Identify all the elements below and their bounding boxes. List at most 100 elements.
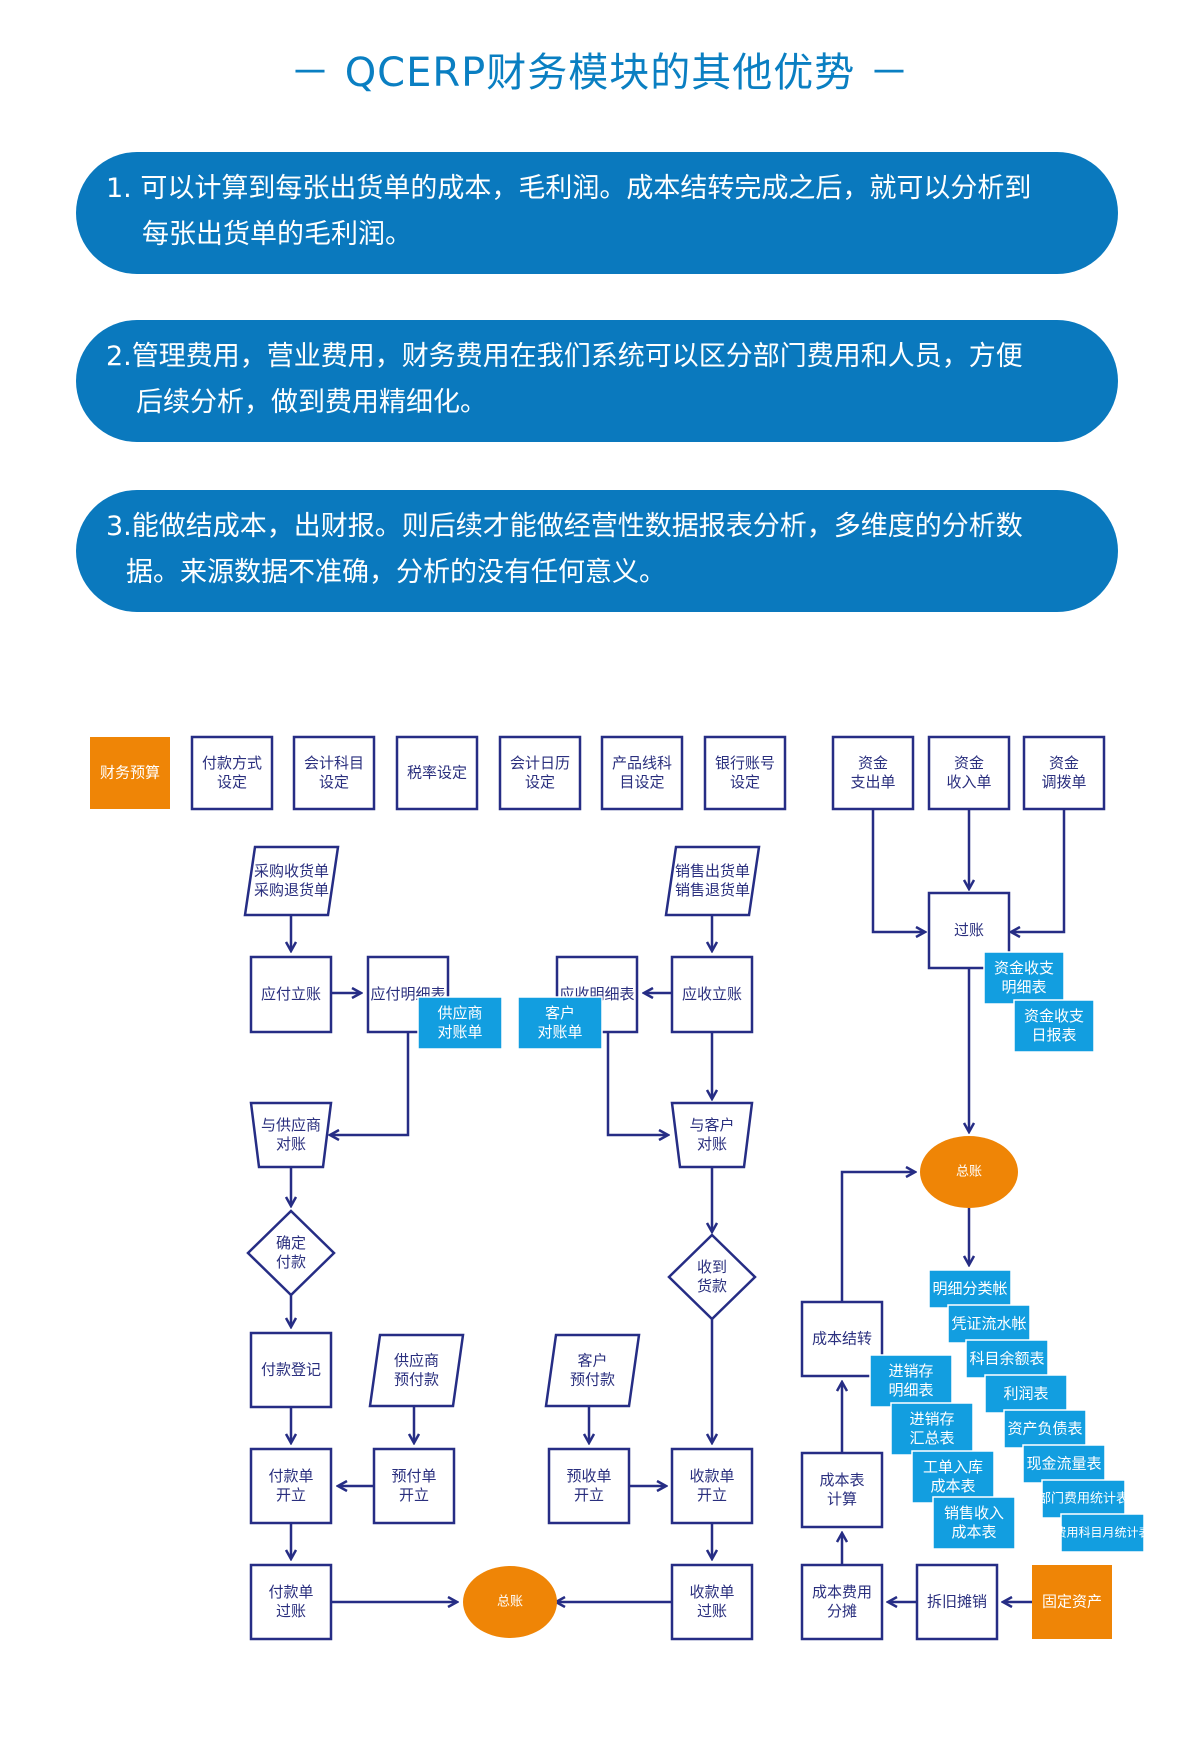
payment-post-node-label: 付款单 xyxy=(268,1583,313,1601)
ar-entry-node[interactable]: 应收立账 xyxy=(670,955,754,1034)
receipt-open-node-shape xyxy=(670,1447,754,1525)
ap-entry-node[interactable]: 应付立账 xyxy=(249,955,333,1034)
prepay-open-node-label: 预付单 xyxy=(391,1467,436,1485)
product-line-subject-setup-shape xyxy=(600,735,684,811)
subject-balance-report-label: 科目余额表 xyxy=(969,1350,1044,1368)
depreciation-node[interactable]: 拆旧摊销 xyxy=(915,1563,999,1641)
payment-method-setup-shape xyxy=(190,735,274,811)
cost-allocation-node-label: 成本费用 xyxy=(812,1583,872,1601)
fund-receipt-doc-label: 收入单 xyxy=(946,773,991,791)
cost-transfer-node[interactable]: 成本结转 xyxy=(800,1300,884,1378)
advantage-2-line-2: 后续分析，做到费用精细化。 xyxy=(136,387,487,418)
accounting-calendar-setup-label: 会计日历 xyxy=(510,754,570,772)
purchase-docs-shape xyxy=(243,845,340,917)
bank-account-setup-shape xyxy=(703,735,787,811)
profit-report-shape xyxy=(984,1374,1068,1414)
budget-node[interactable]: 财务预算 xyxy=(90,737,170,809)
confirm-payment-decision-shape xyxy=(246,1209,336,1297)
posting-node-label: 过账 xyxy=(954,921,984,939)
supplier-reconcile-node-label: 与供应商 xyxy=(261,1116,321,1134)
line-detail-to-customer-reconcile xyxy=(606,1032,668,1135)
balance-sheet-report-shape xyxy=(1003,1409,1087,1449)
page-title: － QCERP财务模块的其他优势 － xyxy=(289,50,911,96)
fund-transfer-doc-label: 资金 xyxy=(1049,754,1079,772)
tax-rate-setup[interactable]: 税率设定 xyxy=(395,735,479,811)
cost-transfer-node-shape xyxy=(800,1300,884,1378)
ap-entry-node-label: 应付立账 xyxy=(261,985,321,1003)
fund-daily-report-label: 资金收支 xyxy=(1024,1007,1084,1025)
fixed-assets-node[interactable]: 固定资产 xyxy=(1032,1565,1112,1639)
depreciation-node-shape xyxy=(915,1563,999,1641)
profit-report[interactable]: 利润表 xyxy=(984,1374,1068,1414)
budget-node-label: 财务预算 xyxy=(100,764,160,782)
fund-transfer-doc-label: 调拨单 xyxy=(1041,773,1086,791)
advantage-point-1: 1. 可以计算到每张出货单的成本，毛利润。成本结转完成之后，就可以分析到 每张出… xyxy=(76,152,1118,274)
payment-post-node-label: 过账 xyxy=(276,1602,306,1620)
receipt-post-node-label: 过账 xyxy=(697,1602,727,1620)
customer-reconcile-node-label: 对账 xyxy=(697,1135,727,1153)
product-line-subject-setup-label: 产品线科 xyxy=(612,754,672,772)
line-fund-transfer-to-posting xyxy=(1011,809,1066,932)
flow-nodes: 财务预算付款方式设定会计科目设定税率设定会计日历设定产品线科目设定银行账号设定资… xyxy=(90,735,1151,1641)
general-ledger-node[interactable]: 总账 xyxy=(463,1566,557,1638)
receive-payment-decision-label: 货款 xyxy=(697,1277,727,1295)
voucher-journal-report[interactable]: 凭证流水帐 xyxy=(947,1304,1031,1344)
purchase-docs-label: 采购退货单 xyxy=(254,881,329,899)
general-ledger-node-label: 总账 xyxy=(497,1595,523,1610)
expense-subject-monthly-report[interactable]: 费用科目月统计表 xyxy=(1054,1513,1151,1553)
detail-ledger-report[interactable]: 明细分类帐 xyxy=(928,1269,1012,1309)
fund-payment-doc-shape xyxy=(831,735,915,811)
cash-flow-report[interactable]: 现金流量表 xyxy=(1022,1444,1106,1484)
account-subject-setup-shape xyxy=(292,735,376,811)
balance-sheet-report[interactable]: 资产负债表 xyxy=(1003,1409,1087,1449)
supplier-prepay-docs-label: 供应商 xyxy=(394,1352,439,1370)
tax-rate-setup-shape xyxy=(395,735,479,811)
department-expense-report[interactable]: 部门费用统计表 xyxy=(1038,1479,1129,1519)
general-ledger-main-node[interactable]: 总账 xyxy=(920,1136,1018,1208)
inventory-detail-report-label: 进销存 xyxy=(888,1362,933,1380)
cost-transfer-node-label: 成本结转 xyxy=(812,1330,872,1348)
receipt-open-node-label: 收款单 xyxy=(689,1467,734,1485)
sales-docs-label: 销售出货单 xyxy=(675,862,750,880)
cost-allocation-node-shape xyxy=(800,1563,884,1641)
sales-docs-label: 销售退货单 xyxy=(675,881,750,899)
cash-flow-report-label: 现金流量表 xyxy=(1026,1455,1101,1473)
customer-prepay-docs-label: 客户 xyxy=(577,1352,607,1370)
payment-register-node[interactable]: 付款登记 xyxy=(249,1331,333,1409)
subject-balance-report[interactable]: 科目余额表 xyxy=(965,1339,1049,1379)
supplier-prepay-docs-label: 预付款 xyxy=(394,1371,439,1389)
